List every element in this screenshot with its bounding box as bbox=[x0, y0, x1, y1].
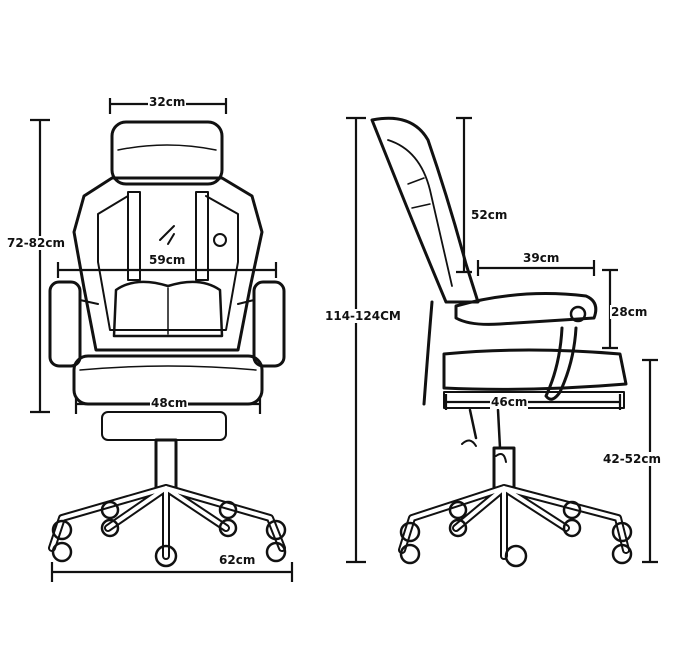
side-gas-lift bbox=[492, 446, 516, 490]
side-armrest-support bbox=[544, 326, 578, 401]
side-casters bbox=[399, 500, 633, 568]
front-lumbar-pillow bbox=[112, 280, 224, 338]
dimension-label-base-width: 62cm bbox=[218, 553, 257, 567]
front-right-armrest bbox=[252, 280, 286, 368]
front-left-armrest bbox=[48, 280, 82, 368]
front-headrest bbox=[110, 120, 224, 186]
dimension-label-headrest-width: 32cm bbox=[148, 95, 187, 109]
dimension-label-seat-height: 42-52cm bbox=[602, 452, 662, 466]
front-left-strap bbox=[127, 191, 141, 281]
side-lower-frame bbox=[422, 300, 434, 406]
front-casters bbox=[51, 500, 287, 568]
side-view-chair bbox=[370, 116, 633, 568]
dimension-label-front-height: 72-82cm bbox=[6, 236, 66, 250]
side-backrest bbox=[370, 116, 480, 304]
dimension-label-back-height: 52cm bbox=[470, 208, 509, 222]
dimension-label-armrest-height: 28cm bbox=[610, 305, 649, 319]
side-armrest-pad bbox=[454, 292, 598, 326]
dimension-lines bbox=[30, 98, 658, 582]
dimension-label-armrest-length: 39cm bbox=[522, 251, 561, 265]
dimension-label-seat-width: 48cm bbox=[150, 396, 189, 410]
dimension-label-total-height: 114-124CM bbox=[324, 309, 402, 323]
dimension-label-seat-depth: 46cm bbox=[490, 395, 529, 409]
side-seat-cushion bbox=[442, 348, 628, 391]
front-mechanism bbox=[101, 411, 227, 441]
front-right-strap bbox=[195, 191, 209, 281]
front-gas-lift bbox=[154, 438, 178, 490]
dimension-label-backrest-height: 59cm bbox=[148, 253, 187, 267]
front-view-chair bbox=[48, 120, 287, 568]
front-backrest-frame bbox=[72, 176, 264, 352]
